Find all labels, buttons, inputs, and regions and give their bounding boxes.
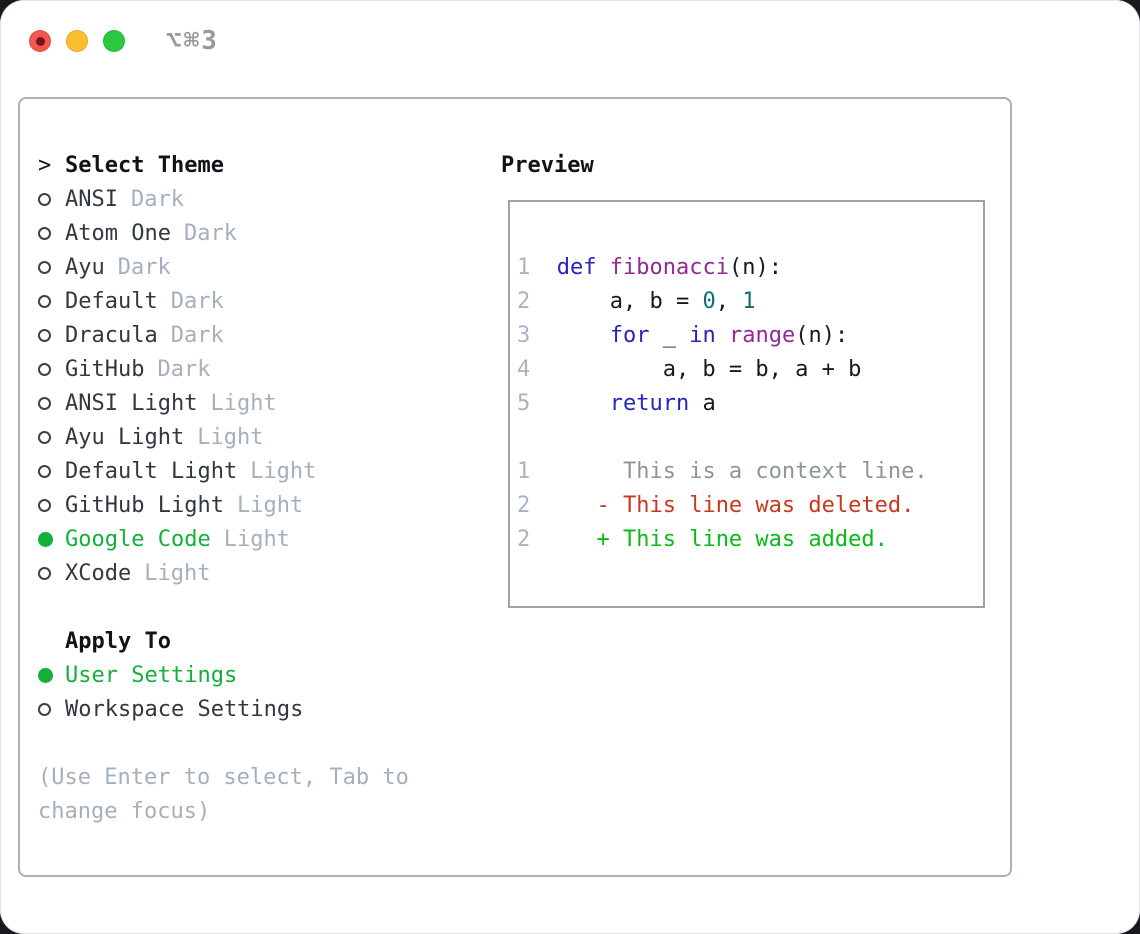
hint-text-line2: change focus): [38, 798, 211, 824]
theme-option-ayu-light[interactable]: Ayu Light Light: [38, 420, 409, 454]
spacer-row: [38, 590, 409, 624]
apply-to-header: Apply To: [38, 624, 409, 658]
code-line: 2 a, b = 0, 1: [517, 289, 756, 314]
selected-radio-icon: [38, 531, 65, 547]
select-theme-header: > Select Theme: [38, 148, 409, 182]
code-line: 3 for _ in range(n):: [517, 323, 849, 348]
close-button[interactable]: [29, 30, 51, 52]
apply-to-label: Apply To: [65, 628, 171, 654]
maximize-button[interactable]: [103, 30, 125, 52]
radio-circle-icon: [38, 328, 65, 342]
code-line: 1 This is a context line.: [517, 459, 928, 484]
variant-label: Light: [210, 390, 277, 416]
theme-option-xcode[interactable]: XCode Light: [38, 556, 409, 590]
variant-label: Light: [197, 424, 264, 450]
radio-circle-icon: [38, 566, 65, 580]
radio-circle-icon: [38, 430, 65, 444]
radio-circle-icon: [38, 260, 65, 274]
preview-code: 1 def fibonacci(n): 2 a, b = 0, 1 3 for _ …: [510, 202, 983, 557]
option-label: Workspace Settings: [65, 696, 304, 722]
option-label: User Settings: [65, 662, 238, 688]
code-line: 2 + This line was added.: [517, 527, 888, 552]
preview-header: Preview: [501, 152, 594, 178]
radio-circle-icon: [38, 396, 65, 410]
option-label: GitHub Light: [65, 492, 224, 518]
option-label: Atom One: [65, 220, 171, 246]
caret-marker-icon: >: [38, 152, 52, 178]
close-dot-icon: [35, 36, 45, 46]
radio-circle-icon: [38, 464, 65, 478]
variant-label: Dark: [170, 288, 224, 314]
preview-box: 1 def fibonacci(n): 2 a, b = 0, 1 3 for _ …: [508, 200, 985, 608]
apply-option-workspace-settings[interactable]: Workspace Settings: [38, 692, 409, 726]
variant-label: Light: [223, 526, 290, 552]
spacer-row: [38, 726, 409, 760]
code-line: 2 - This line was deleted.: [517, 493, 915, 518]
variant-label: Dark: [117, 254, 171, 280]
theme-option-github[interactable]: GitHub Dark: [38, 352, 409, 386]
theme-option-ayu[interactable]: Ayu Dark: [38, 250, 409, 284]
option-label: ANSI: [65, 186, 118, 212]
hint-text-line1: (Use Enter to select, Tab to: [38, 764, 409, 790]
option-label: XCode: [65, 560, 132, 586]
option-label: Ayu: [65, 254, 105, 280]
radio-circle-icon: [38, 192, 65, 206]
radio-circle-icon: [38, 702, 65, 716]
code-line: 1 def fibonacci(n):: [517, 255, 782, 280]
titlebar: ⌥⌘3: [29, 26, 219, 56]
option-label: ANSI Light: [65, 390, 198, 416]
theme-option-google-code[interactable]: Google Code Light: [38, 522, 409, 556]
radio-circle-icon: [38, 226, 65, 240]
variant-label: Dark: [130, 186, 184, 212]
theme-option-ansi[interactable]: ANSI Dark: [38, 182, 409, 216]
variant-label: Dark: [170, 322, 224, 348]
option-label: Default: [65, 288, 158, 314]
window-title-shortcut: ⌥⌘3: [166, 26, 219, 56]
theme-option-dracula[interactable]: Dracula Dark: [38, 318, 409, 352]
option-label: Dracula: [65, 322, 158, 348]
select-theme-label: Select Theme: [65, 152, 224, 178]
theme-option-ansi-light[interactable]: ANSI Light Light: [38, 386, 409, 420]
option-label: Default Light: [65, 458, 238, 484]
variant-label: Light: [144, 560, 211, 586]
radio-circle-icon: [38, 498, 65, 512]
variant-label: Light: [236, 492, 304, 518]
code-line: 4 a, b = b, a + b: [517, 357, 862, 382]
option-label: Ayu Light: [65, 424, 185, 450]
minimize-button[interactable]: [66, 30, 88, 52]
radio-circle-icon: [38, 294, 65, 308]
theme-option-default[interactable]: Default Dark: [38, 284, 409, 318]
radio-circle-icon: [38, 362, 65, 376]
code-line: [517, 421, 983, 455]
option-label: Google Code: [65, 526, 211, 552]
code-line: 5 return a: [517, 391, 716, 416]
option-label: GitHub: [65, 356, 145, 382]
variant-label: Dark: [157, 356, 211, 382]
theme-option-atom-one[interactable]: Atom One Dark: [38, 216, 409, 250]
variant-label: Light: [250, 458, 317, 484]
variant-label: Dark: [183, 220, 237, 246]
selected-radio-icon: [38, 667, 65, 683]
theme-option-default-light[interactable]: Default Light Light: [38, 454, 409, 488]
theme-option-github-light[interactable]: GitHub Light Light: [38, 488, 409, 522]
apply-option-user-settings[interactable]: User Settings: [38, 658, 409, 692]
